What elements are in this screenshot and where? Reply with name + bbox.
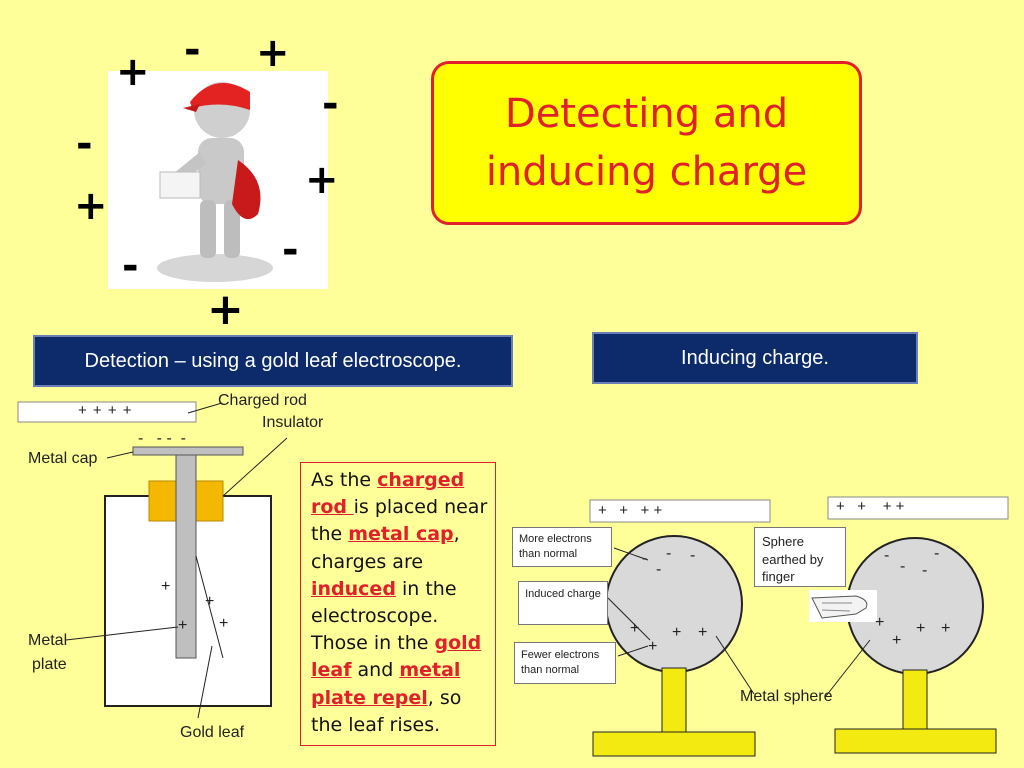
minus-charge: - <box>642 550 648 567</box>
plus-charge: + <box>698 624 708 641</box>
plus-charge: + <box>205 593 215 610</box>
metal-plate-label-1: Metal <box>28 632 68 649</box>
plus-charge: + <box>916 620 926 637</box>
metal-sphere-label: Metal sphere <box>740 688 833 705</box>
gold-leaf-label: Gold leaf <box>180 724 245 741</box>
detection-header: Detection – using a gold leaf electrosco… <box>33 335 513 387</box>
plus-charge: + <box>161 578 171 595</box>
minus-charge: - <box>922 562 928 579</box>
minus-charge: - <box>900 558 906 575</box>
fewer-electrons-box: Fewer electrons than normal <box>514 642 616 684</box>
plus-sign: + <box>256 30 290 76</box>
plus-charge: + <box>178 617 188 634</box>
minus-sign: - <box>184 27 201 73</box>
plus-charge: + <box>648 638 658 655</box>
metal-plate-label-2: plate <box>32 656 67 673</box>
plus-sign: + <box>116 49 150 95</box>
induced-charge-box: Induced charge <box>518 581 608 625</box>
induction-diagrams <box>589 496 1009 757</box>
minus-charge: - <box>690 547 696 564</box>
minus-sign: - <box>322 81 339 127</box>
plus-charge: + <box>219 615 229 632</box>
charged-rod-label: Charged rod <box>218 392 307 409</box>
inducing-header: Inducing charge. <box>592 332 918 384</box>
plus-charge: + <box>672 624 682 641</box>
plus-charge: + <box>941 620 951 637</box>
plus-sign: + <box>207 284 244 335</box>
title-line-2: inducing charge <box>485 149 808 195</box>
minus-charge: - <box>656 561 662 578</box>
explanation-text: As the charged rod is placed near the me… <box>300 462 496 746</box>
minus-sign: - <box>76 121 93 167</box>
person-clipart <box>108 71 328 289</box>
plus-charge: + <box>630 620 640 637</box>
plus-sign: + <box>74 183 108 229</box>
sphere-earthed-box: Sphere earthed by finger <box>754 527 846 587</box>
more-electrons-box: More electrons than normal <box>512 527 612 567</box>
rod-charges: + + + + <box>78 402 133 419</box>
metal-cap-label: Metal cap <box>28 450 98 467</box>
minus-sign: - <box>282 227 299 273</box>
insulator-label: Insulator <box>262 414 324 431</box>
minus-charge: - <box>666 545 672 562</box>
minus-charge: - <box>934 545 940 562</box>
minus-sign: - <box>122 243 139 289</box>
plus-charge: + <box>875 614 885 631</box>
finger-icon <box>809 590 877 622</box>
cap-charges: - - - - <box>138 430 186 447</box>
plus-charge: + <box>892 632 902 649</box>
minus-charge: - <box>884 547 890 564</box>
title-line-1: Detecting and <box>504 91 789 137</box>
gold-leaf-electroscope <box>17 401 288 719</box>
slide-title: Detecting and inducing charge <box>431 61 862 225</box>
rod1-charges: + + + + <box>598 502 663 519</box>
rod2-charges: + + + + <box>836 498 905 515</box>
plus-sign: + <box>305 157 339 203</box>
